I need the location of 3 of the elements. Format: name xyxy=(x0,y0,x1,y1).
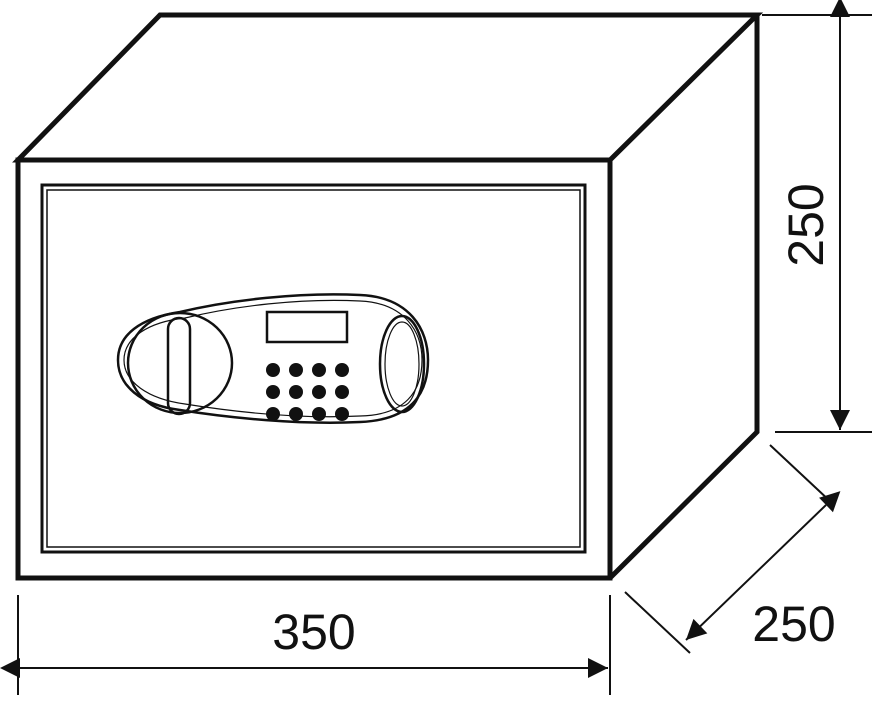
dimension-label: 250 xyxy=(781,183,831,267)
dimension-label: 350 xyxy=(272,607,356,657)
dimension-label: 250 xyxy=(752,599,836,649)
